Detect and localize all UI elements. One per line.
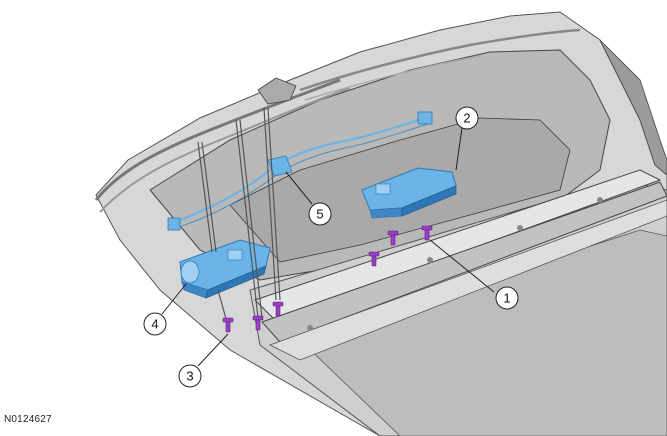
callout-label: 3 (186, 369, 193, 384)
callout-5: 5 (308, 202, 332, 226)
callout-label: 2 (463, 111, 470, 126)
callout-2: 2 (455, 106, 479, 130)
callout-label: 1 (503, 291, 510, 306)
screws (222, 225, 433, 333)
screw-icon (421, 225, 433, 241)
callout-label: 5 (316, 207, 323, 222)
callout-1: 1 (495, 286, 519, 310)
callout-4: 4 (143, 312, 167, 336)
screw-icon (368, 251, 380, 267)
screw-icon (387, 230, 399, 246)
guide-lines (197, 107, 281, 327)
screw-icon (222, 317, 234, 333)
figure-id: N0124627 (4, 414, 52, 425)
screw-icon (272, 301, 284, 317)
callout-label: 4 (151, 317, 158, 332)
roof-frame (94, 11, 667, 436)
callout-leaders (161, 127, 495, 367)
motor-module-2 (361, 167, 457, 219)
callout-3: 3 (178, 364, 202, 388)
screw-icon (252, 315, 264, 331)
motor-module-4 (179, 239, 271, 299)
